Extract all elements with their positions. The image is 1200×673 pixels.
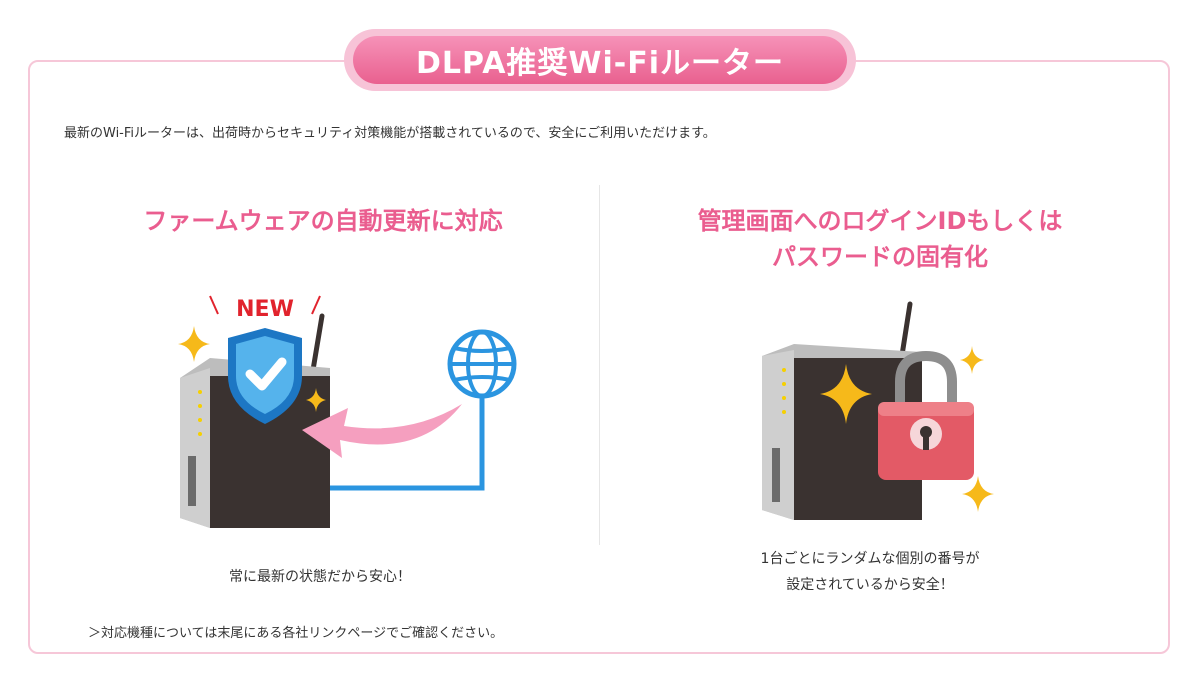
caption-line-2: 設定されているから安全！ <box>786 577 954 593</box>
unique-password-illustration <box>762 301 994 520</box>
footnote-link-note: ＞対応機種については末尾にある各社リンクページでご確認ください。 <box>88 626 504 641</box>
feature-caption-unique-id: 1台ごとにランダムな個別の番号が 設定されているから安全！ <box>720 546 1020 598</box>
sparkle-icon <box>960 346 984 374</box>
column-divider <box>599 185 600 545</box>
sparkle-icon <box>306 388 326 412</box>
intro-text: 最新のWi-Fiルーターは、出荷時からセキュリティ対策機能が搭載されているので、… <box>64 126 716 141</box>
feature-heading-firmware: ファームウェアの自動更新に対応 <box>143 207 503 235</box>
heading-line-2: パスワードの固有化 <box>772 243 988 271</box>
page-title: DLPA推奨Wi-Fiルーター <box>353 36 847 84</box>
firmware-update-illustration: NEW <box>178 295 517 528</box>
arrow-icon <box>302 404 462 458</box>
sparkle-icon <box>178 326 210 362</box>
sparkle-icon <box>962 476 994 512</box>
new-badge: NEW <box>236 297 294 322</box>
caption-line-1: 1台ごとにランダムな個別の番号が <box>760 551 980 567</box>
feature-caption-firmware: 常に最新の状態だから安心！ <box>229 569 411 585</box>
heading-line-1: 管理画面へのログインIDもしくは <box>697 207 1063 235</box>
shield-check-icon <box>228 328 302 424</box>
sparkle-icon <box>820 364 872 424</box>
title-banner: DLPA推奨Wi-Fiルーター <box>344 29 856 91</box>
padlock-icon <box>878 350 974 480</box>
feature-heading-unique-id: 管理画面へのログインIDもしくは パスワードの固有化 <box>620 203 1140 275</box>
globe-icon <box>447 329 517 399</box>
